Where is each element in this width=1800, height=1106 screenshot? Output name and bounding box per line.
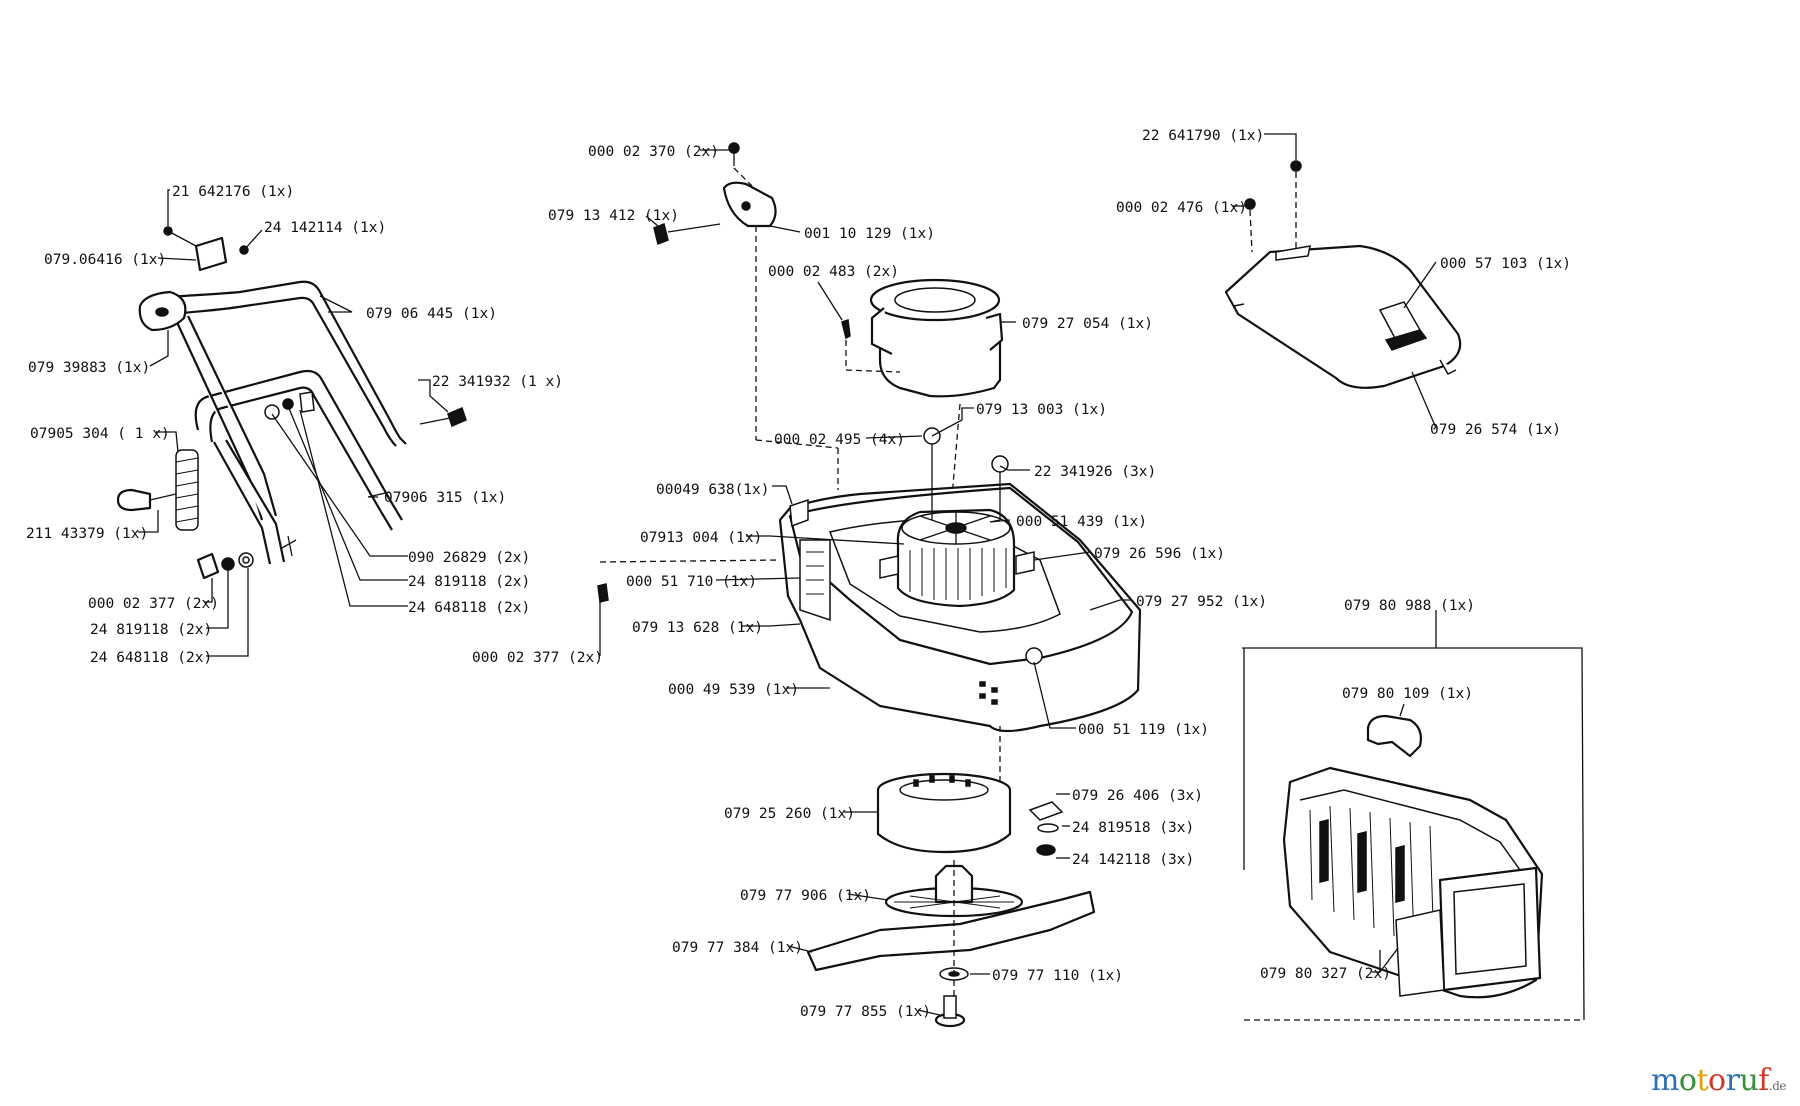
logo-suffix: .de: [1768, 1079, 1787, 1093]
part-label: 000 57 103 (1x): [1440, 256, 1571, 272]
part-label: 24 648118 (2x): [408, 600, 530, 616]
fan-and-blade: [806, 772, 1096, 1028]
part-label: 079 25 260 (1x): [724, 806, 855, 822]
part-labels: 21 642176 (1x) 24 142114 (1x) 079.06416 …: [26, 128, 1571, 1020]
part-label: 000 02 495 (4x): [774, 432, 905, 448]
part-label: 079 80 109 (1x): [1342, 686, 1473, 702]
part-label: 22 341932 (1 x): [432, 374, 563, 390]
logo-letter: m: [1650, 1063, 1679, 1098]
part-label: 000 49 539 (1x): [668, 682, 799, 698]
part-label: 000 51 710 (1x): [626, 574, 757, 590]
part-label: 001 10 129 (1x): [804, 226, 935, 242]
part-label: 000 02 377 (2x): [88, 596, 219, 612]
part-label: 24 648118 (2x): [90, 650, 212, 666]
part-label: 079 80 988 (1x): [1344, 598, 1475, 614]
part-label: 24 819118 (2x): [408, 574, 530, 590]
part-label: 079.06416 (1x): [44, 252, 166, 268]
part-label: 090 26829 (2x): [408, 550, 530, 566]
leader-lines: [138, 133, 1437, 1017]
logo-letter: t: [1696, 1063, 1709, 1098]
logo-letter: f: [1758, 1063, 1769, 1098]
part-label: 24 142118 (3x): [1072, 852, 1194, 868]
part-label: 079 77 110 (1x): [992, 968, 1123, 984]
part-label: 24 819518 (3x): [1072, 820, 1194, 836]
part-label: 079 77 906 (1x): [740, 888, 871, 904]
part-label: 079 77 855 (1x): [800, 1004, 931, 1020]
handle-assembly: [116, 226, 467, 580]
part-label: 211 43379 (1x): [26, 526, 148, 542]
part-label: 079 13 003 (1x): [976, 402, 1107, 418]
part-label: 079 06 445 (1x): [366, 306, 497, 322]
part-label: 000 02 370 (2x): [588, 144, 719, 160]
part-label: 07905 304 ( 1 x): [30, 426, 170, 442]
part-label: 079 80 327 (2x): [1260, 966, 1391, 982]
part-label: 079 27 054 (1x): [1022, 316, 1153, 332]
grass-box: [1242, 647, 1585, 1021]
part-label: 000 02 377 (2x): [472, 650, 603, 666]
part-label: 079 39883 (1x): [28, 360, 150, 376]
logo-wordmark: motoruf: [1651, 1063, 1769, 1098]
motoruf-logo[interactable]: motoruf.de: [1651, 1063, 1787, 1098]
part-label: 24 819118 (2x): [90, 622, 212, 638]
part-label: 000 51 119 (1x): [1078, 722, 1209, 738]
part-label: 079 26 596 (1x): [1094, 546, 1225, 562]
part-label: 079 27 952 (1x): [1136, 594, 1267, 610]
part-label: 00049 638(1x): [656, 482, 770, 498]
part-label: 079 13 412 (1x): [548, 208, 679, 224]
logo-letter: o: [1678, 1063, 1697, 1098]
logo-letter: o: [1708, 1063, 1726, 1098]
part-label: 22 641790 (1x): [1142, 128, 1264, 144]
part-label: 07906 315 (1x): [384, 490, 506, 506]
part-label: 079 26 406 (3x): [1072, 788, 1203, 804]
top-cover: [1224, 160, 1462, 389]
part-label: 24 142114 (1x): [264, 220, 386, 236]
part-label: 22 341926 (3x): [1034, 464, 1156, 480]
part-label: 079 13 628 (1x): [632, 620, 763, 636]
part-label: 000 51 439 (1x): [1016, 514, 1147, 530]
part-label: 000 02 483 (2x): [768, 264, 899, 280]
logo-letter: u: [1739, 1063, 1759, 1098]
part-label: 079 77 384 (1x): [672, 940, 803, 956]
logo-letter: r: [1725, 1063, 1740, 1098]
part-label: 000 02 476 (1x): [1116, 200, 1247, 216]
part-label: 07913 004 (1x): [640, 530, 762, 546]
switch-and-motor-cover: [653, 142, 1004, 521]
part-label: 079 26 574 (1x): [1430, 422, 1561, 438]
deck-housing: [599, 427, 1142, 790]
part-label: 21 642176 (1x): [172, 184, 294, 200]
